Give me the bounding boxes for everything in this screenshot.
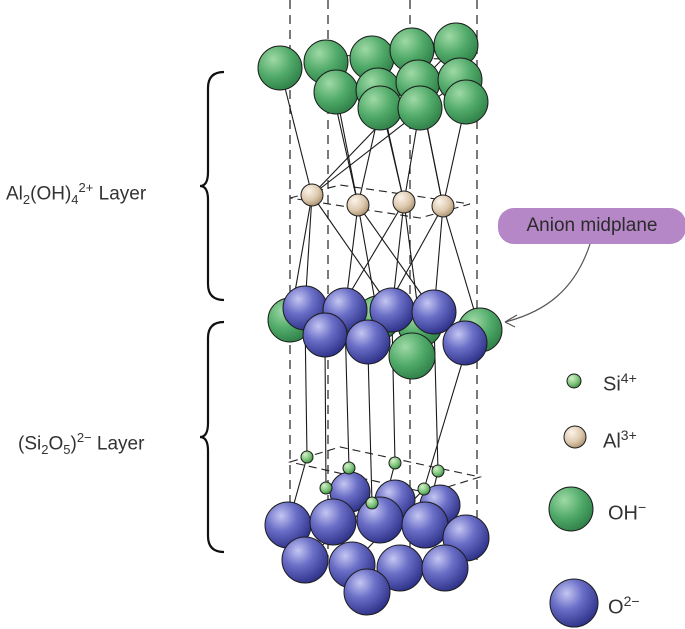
al-plane-outline (289, 184, 471, 219)
oh-ion (357, 85, 403, 131)
al-oh-layer-brace (199, 70, 225, 302)
o2-ion (309, 498, 357, 546)
atom-layers (257, 22, 503, 616)
si4-ion (417, 482, 431, 496)
al3-ion (346, 193, 370, 217)
si2o5-layer-brace (199, 320, 225, 554)
al3-ion (392, 190, 416, 214)
o2-ion (343, 568, 391, 616)
al3-legend-icon (563, 425, 587, 449)
al3-ion (300, 183, 324, 207)
o2-ion (411, 289, 457, 335)
o2-ion (302, 312, 348, 358)
si4-legend-icon (566, 373, 582, 389)
legend-si-label: Si4+ (603, 370, 637, 396)
bond-line (367, 351, 373, 504)
bond-line (324, 344, 327, 489)
si-plane-outline (287, 446, 483, 494)
legend-oh-label: OH− (608, 499, 647, 525)
si2o5-layer-label: (Si2O5)2− Layer (18, 430, 145, 458)
si4-ion (431, 464, 445, 478)
si4-ion (319, 481, 333, 495)
o2-legend-icon (549, 578, 599, 628)
oh-ion (257, 45, 303, 91)
callout-arrowhead (504, 314, 518, 328)
o2-ion (401, 501, 449, 549)
callout-text: Anion midplane (526, 215, 658, 236)
al-oh-layer-label: Al2(OH)42+ Layer (6, 180, 147, 208)
callout-arrow (504, 243, 591, 323)
oh-ion (388, 332, 436, 380)
al3-ion (431, 194, 455, 218)
oh-ion (443, 79, 489, 125)
oh-ion (397, 85, 443, 131)
si4-ion (365, 496, 379, 510)
oh-legend-icon (548, 486, 594, 532)
o2-ion (345, 319, 391, 365)
si4-ion (342, 461, 356, 475)
si4-ion (300, 450, 314, 464)
o2-ion (421, 544, 469, 592)
layer-braces (199, 70, 225, 554)
legend-al-label: Al3+ (603, 427, 637, 453)
o2-ion (281, 536, 329, 584)
bond-line (423, 352, 466, 490)
o2-ion (356, 496, 404, 544)
legend-o-label: O2− (608, 593, 640, 619)
si4-ion (388, 456, 402, 470)
oh-ion (313, 69, 359, 115)
o2-ion (442, 320, 488, 366)
anion-midplane-callout: Anion midplane (498, 208, 685, 244)
legend-symbols (548, 373, 599, 628)
